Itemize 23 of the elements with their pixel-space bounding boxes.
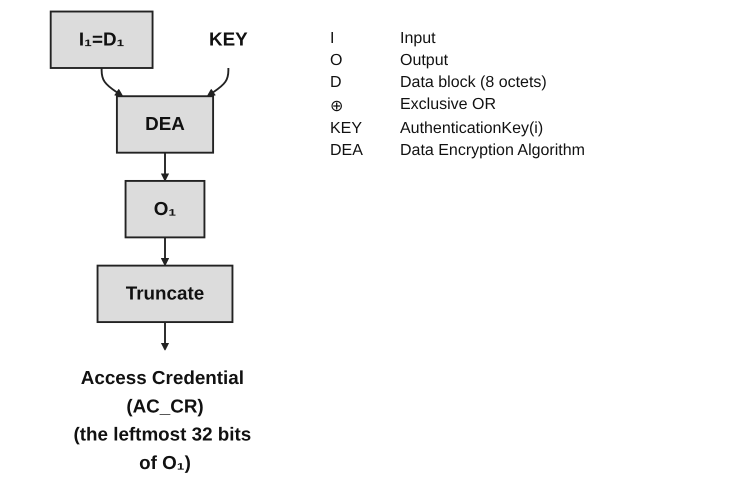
arrow <box>100 68 124 96</box>
definition: Input <box>400 30 437 48</box>
abbreviation: KEY <box>330 120 364 138</box>
abbreviation: ⊕ <box>330 97 344 116</box>
abbreviation: O <box>330 52 344 70</box>
arrow <box>160 236 170 266</box>
node-box: DEA <box>116 94 214 154</box>
abbreviation: I <box>330 30 336 48</box>
arrow <box>160 152 170 181</box>
node-box: I₁=D₁ <box>50 10 154 68</box>
node-box: O₁ <box>124 179 206 238</box>
node-box: Truncate <box>96 264 234 323</box>
node-text: KEY <box>209 28 248 50</box>
node-text: Access Credential (AC_CR) (the leftmost 32 bits of O₁) <box>73 368 252 474</box>
definition: Output <box>400 52 450 70</box>
abbreviation: DEA <box>330 142 364 160</box>
definition: Data block (8 octets) <box>400 74 548 92</box>
definition: Exclusive OR <box>400 96 498 115</box>
abbreviation: D <box>330 74 343 92</box>
definition: Data Encryption Algorithm <box>400 142 585 160</box>
definition: AuthenticationKey(i) <box>400 120 544 138</box>
arrow <box>160 322 170 350</box>
arrow <box>206 68 230 96</box>
